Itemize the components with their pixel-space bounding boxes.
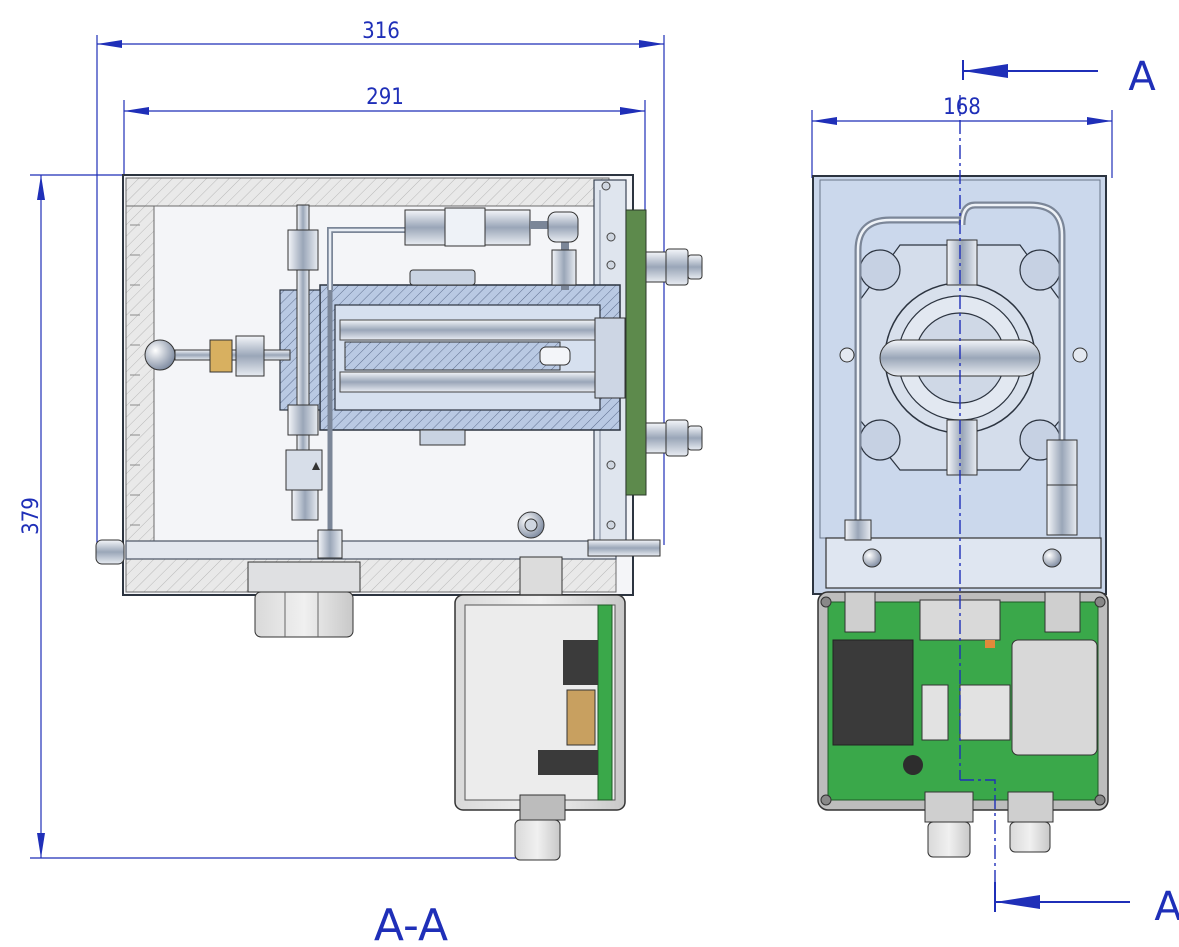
sample-chamber-section bbox=[279, 269, 626, 446]
dimension-height: 379 bbox=[19, 175, 45, 858]
electronics-box-side bbox=[454, 556, 626, 861]
cable-gland-left bbox=[247, 561, 361, 638]
mounting-bolt-bottom bbox=[645, 419, 703, 457]
handle-knob bbox=[144, 335, 291, 377]
dimension-label-379: 379 bbox=[19, 497, 44, 535]
section-letter-bottom: A bbox=[1154, 884, 1179, 930]
mounting-bolt-top bbox=[645, 248, 703, 286]
top-piping bbox=[317, 207, 579, 559]
section-marker-top: A bbox=[962, 54, 1156, 100]
section-view-left: 316 291 379 bbox=[19, 19, 703, 947]
dimension-depth: 168 bbox=[812, 95, 1112, 125]
section-view-label: A-A bbox=[374, 900, 448, 947]
dimension-inner-width: 291 bbox=[124, 85, 645, 115]
dimension-label-316: 316 bbox=[362, 19, 400, 44]
dimension-label-291: 291 bbox=[366, 85, 404, 110]
electronics-box-front bbox=[817, 591, 1109, 858]
probe-tube bbox=[285, 204, 323, 521]
section-letter-top: A bbox=[1128, 54, 1156, 100]
front-tubing bbox=[844, 201, 1078, 541]
dimension-overall-width: 316 bbox=[97, 19, 664, 48]
front-view-right: 168 A A bbox=[811, 54, 1179, 930]
drain-fitting bbox=[517, 511, 545, 539]
section-marker-bottom: A bbox=[994, 882, 1179, 930]
dimension-label-168: 168 bbox=[943, 95, 981, 120]
